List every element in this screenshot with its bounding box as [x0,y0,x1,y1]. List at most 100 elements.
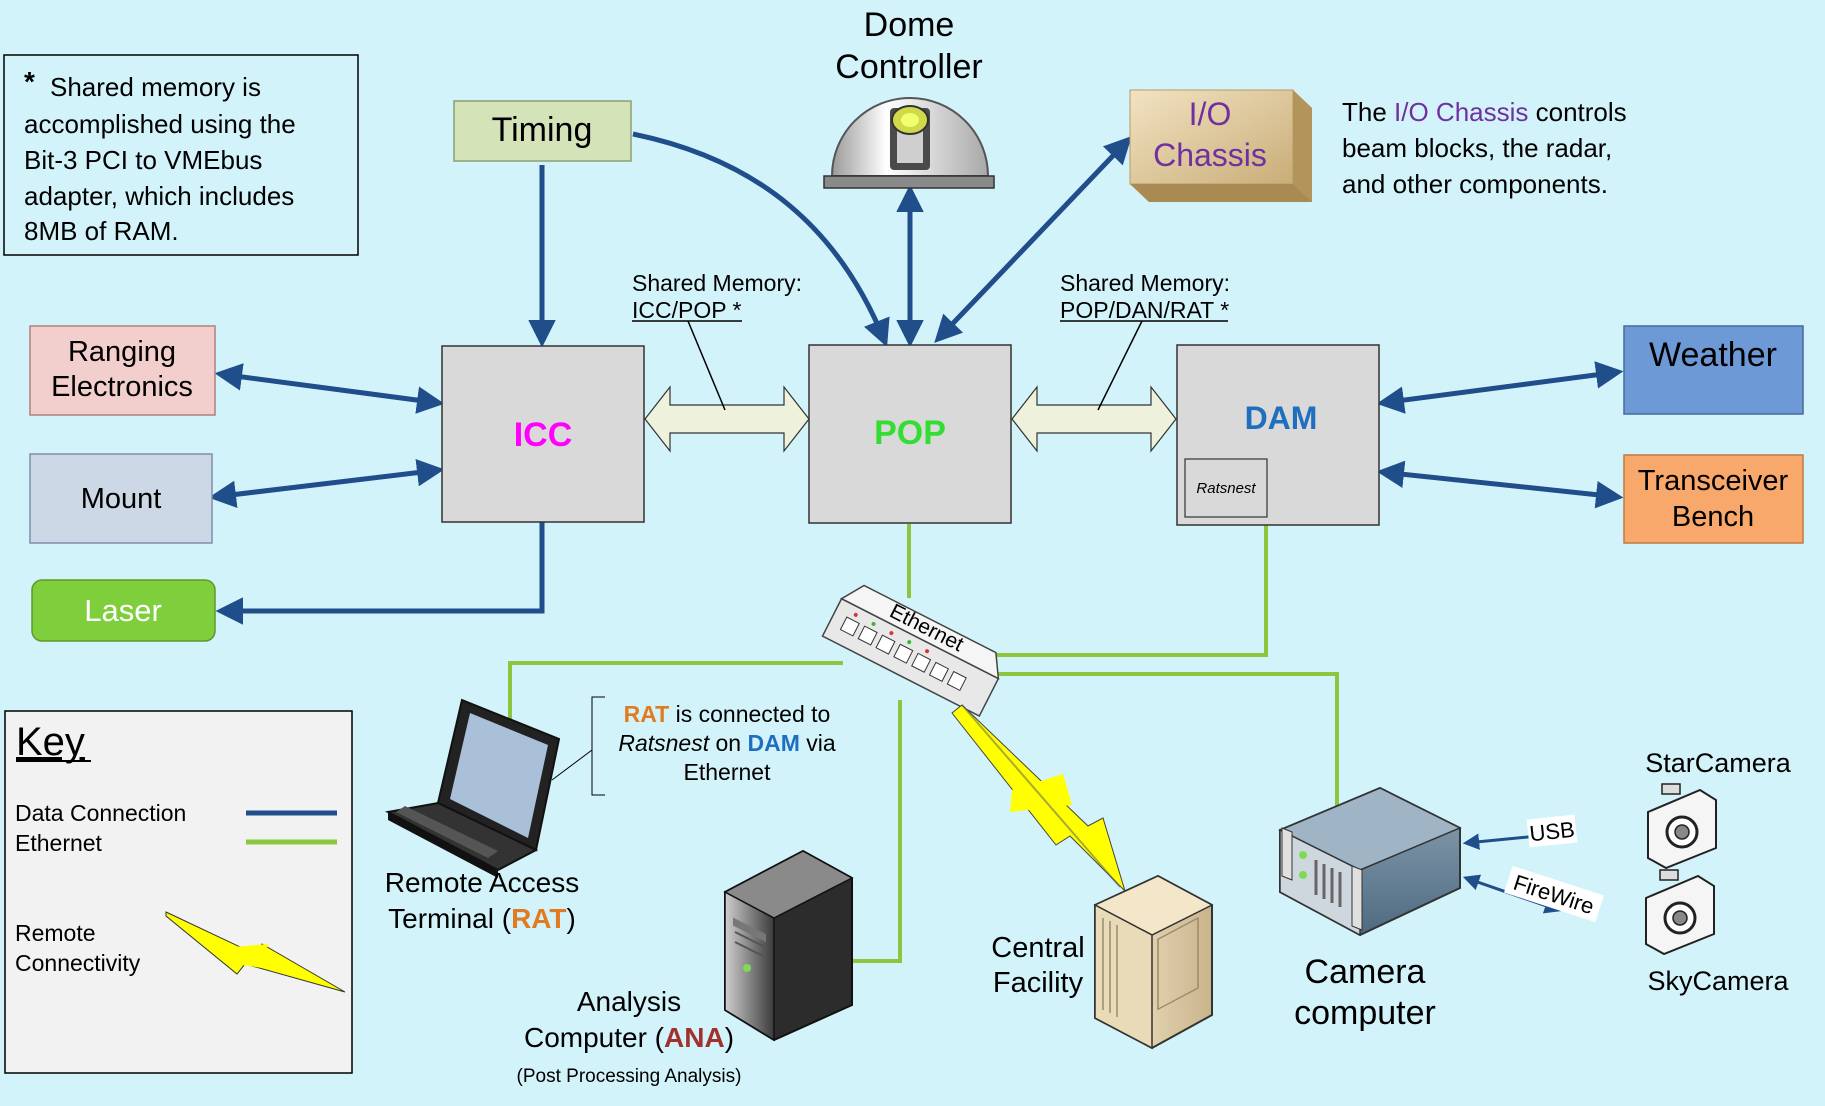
sm2-star: * [1220,297,1229,323]
rat-note-ratsnest: Ratsnest [618,730,710,756]
dam-box: DAM Ratsnest [1176,344,1380,526]
arrow-icc-laser [215,519,545,625]
key-title: Key [16,720,85,764]
firewire-label-group: FireWire [1504,865,1604,923]
camera-label-1: Camera [1305,953,1426,991]
ana-label-pre: Computer ( [524,1022,665,1053]
central-label-2: Facility [993,967,1084,999]
camera-label-2: computer [1294,994,1436,1032]
server-icon [1278,786,1462,937]
shared-memory-callout-2: Shared Memory: POP/DAN/RAT * [1060,270,1230,411]
ethernet-link-ana [852,700,902,963]
transceiver-label-1: Transceiver [1638,465,1789,497]
arrow-ranging-icc [214,363,445,414]
ranging-electronics-box: Ranging Electronics [29,325,216,416]
dome-label-2: Controller [835,48,982,86]
transceiver-label-2: Bench [1672,501,1754,533]
ranging-label-2: Electronics [51,371,193,403]
rat-note-dam: DAM [747,730,799,756]
rat-label: Remote Access Terminal (RAT) [385,867,580,934]
ana-label-line-1: Analysis [577,986,681,1017]
rat-callout: RAT is connected to Ratsnest on DAM via … [551,696,836,796]
io-chassis: I/O Chassis [1129,89,1312,202]
note-line-4: adapter, which includes [24,181,294,211]
ana-label-abbr: ANA [664,1022,725,1053]
central-facility-icon [1093,874,1214,1050]
rat-note-line-1: RAT is connected to [624,701,831,727]
star-camera-icon [1647,783,1717,870]
io-desc-pre: The [1342,97,1394,127]
rat-label-line-2: Terminal (RAT) [388,903,576,934]
tower-computer-icon [723,849,854,1042]
rat-note-on: on [709,730,747,756]
sm2-path: POP/DAN/RAT [1060,297,1214,323]
laser-box: Laser [31,579,216,642]
firewire-label: FireWire [1510,870,1597,919]
io-desc-post: controls [1528,97,1626,127]
note-line-1: Shared memory is [50,72,261,102]
usb-label: USB [1528,817,1576,847]
sm1-path-line: ICC/POP * [632,297,742,323]
io-desc-line-1: The I/O Chassis controls [1342,97,1627,127]
io-label-2: Chassis [1153,137,1267,173]
ana-label-line-2: Computer (ANA) [524,1022,734,1053]
ethernet-switch: Ethernet [821,584,1000,718]
key-data-connection-label: Data Connection [15,800,186,826]
mount-label: Mount [81,483,162,515]
io-desc-line-3: and other components. [1342,169,1608,199]
sky-camera-label: SkyCamera [1647,966,1789,996]
rat-note-rat: RAT [624,701,670,727]
io-desc-highlight: I/O Chassis [1394,97,1528,127]
mount-box: Mount [29,453,213,544]
icc-box: ICC [441,345,645,523]
data-connections [208,131,1624,914]
switch-leds [853,612,930,654]
timing-label: Timing [492,111,593,149]
rat-note-line1-post: is connected to [669,701,830,727]
ethernet-link-dam [985,524,1268,657]
ana-sub-label: (Post Processing Analysis) [517,1066,742,1087]
arrow-io-pop [934,136,1132,343]
shared-memory-bus-pop-dam [1011,385,1177,453]
rat-note-via: via [800,730,836,756]
transceiver-bench-box: Transceiver Bench [1623,454,1804,544]
pop-label: POP [874,414,946,452]
note-star: * [24,66,35,97]
icc-label: ICC [514,416,573,454]
dome-label-1: Dome [864,6,955,44]
usb-label-group: USB [1526,814,1578,848]
io-description: The I/O Chassis controls beam blocks, th… [1342,97,1627,199]
shared-memory-note: * Shared memory is accomplished using th… [3,54,359,256]
key-remote-label-2: Connectivity [15,950,141,976]
rat-label-pre: Terminal ( [388,903,512,934]
ratsnest-label: Ratsnest [1196,480,1256,497]
rat-label-line-1: Remote Access [385,867,580,898]
ratsnest-box [1184,458,1268,518]
io-desc-line-2: beam blocks, the radar, [1342,133,1612,163]
key-remote-label-1: Remote [15,920,96,946]
ethernet-link-rat [508,661,843,724]
arrow-dam-weather [1376,361,1624,414]
ana-label-post: ) [725,1022,734,1053]
key-ethernet-label: Ethernet [15,830,103,856]
sm1-title: Shared Memory: [632,270,802,296]
camera-computer-label: Camera computer [1294,953,1436,1032]
note-line-5: 8MB of RAM. [24,216,179,246]
pop-box: POP [808,344,1012,524]
sm1-star: * [733,297,742,323]
ethernet-links [508,524,1339,963]
ethernet-link-camera [985,672,1339,814]
central-label-1: Central [991,932,1085,964]
shared-memory-callout-1: Shared Memory: ICC/POP * [632,270,802,411]
ranging-label-1: Ranging [68,336,176,368]
dome-controller: Dome Controller [823,6,995,189]
shared-memory-bus-icc-pop [644,385,810,453]
sm2-path-line: POP/DAN/RAT * [1060,297,1229,323]
weather-box: Weather [1623,325,1804,415]
note-line-2: accomplished using the [24,109,296,139]
rat-note-line-2: Ratsnest on DAM via [618,730,836,756]
central-facility-label: Central Facility [991,932,1085,999]
legend-key: Key Data Connection Ethernet Remote Conn… [4,710,353,1074]
